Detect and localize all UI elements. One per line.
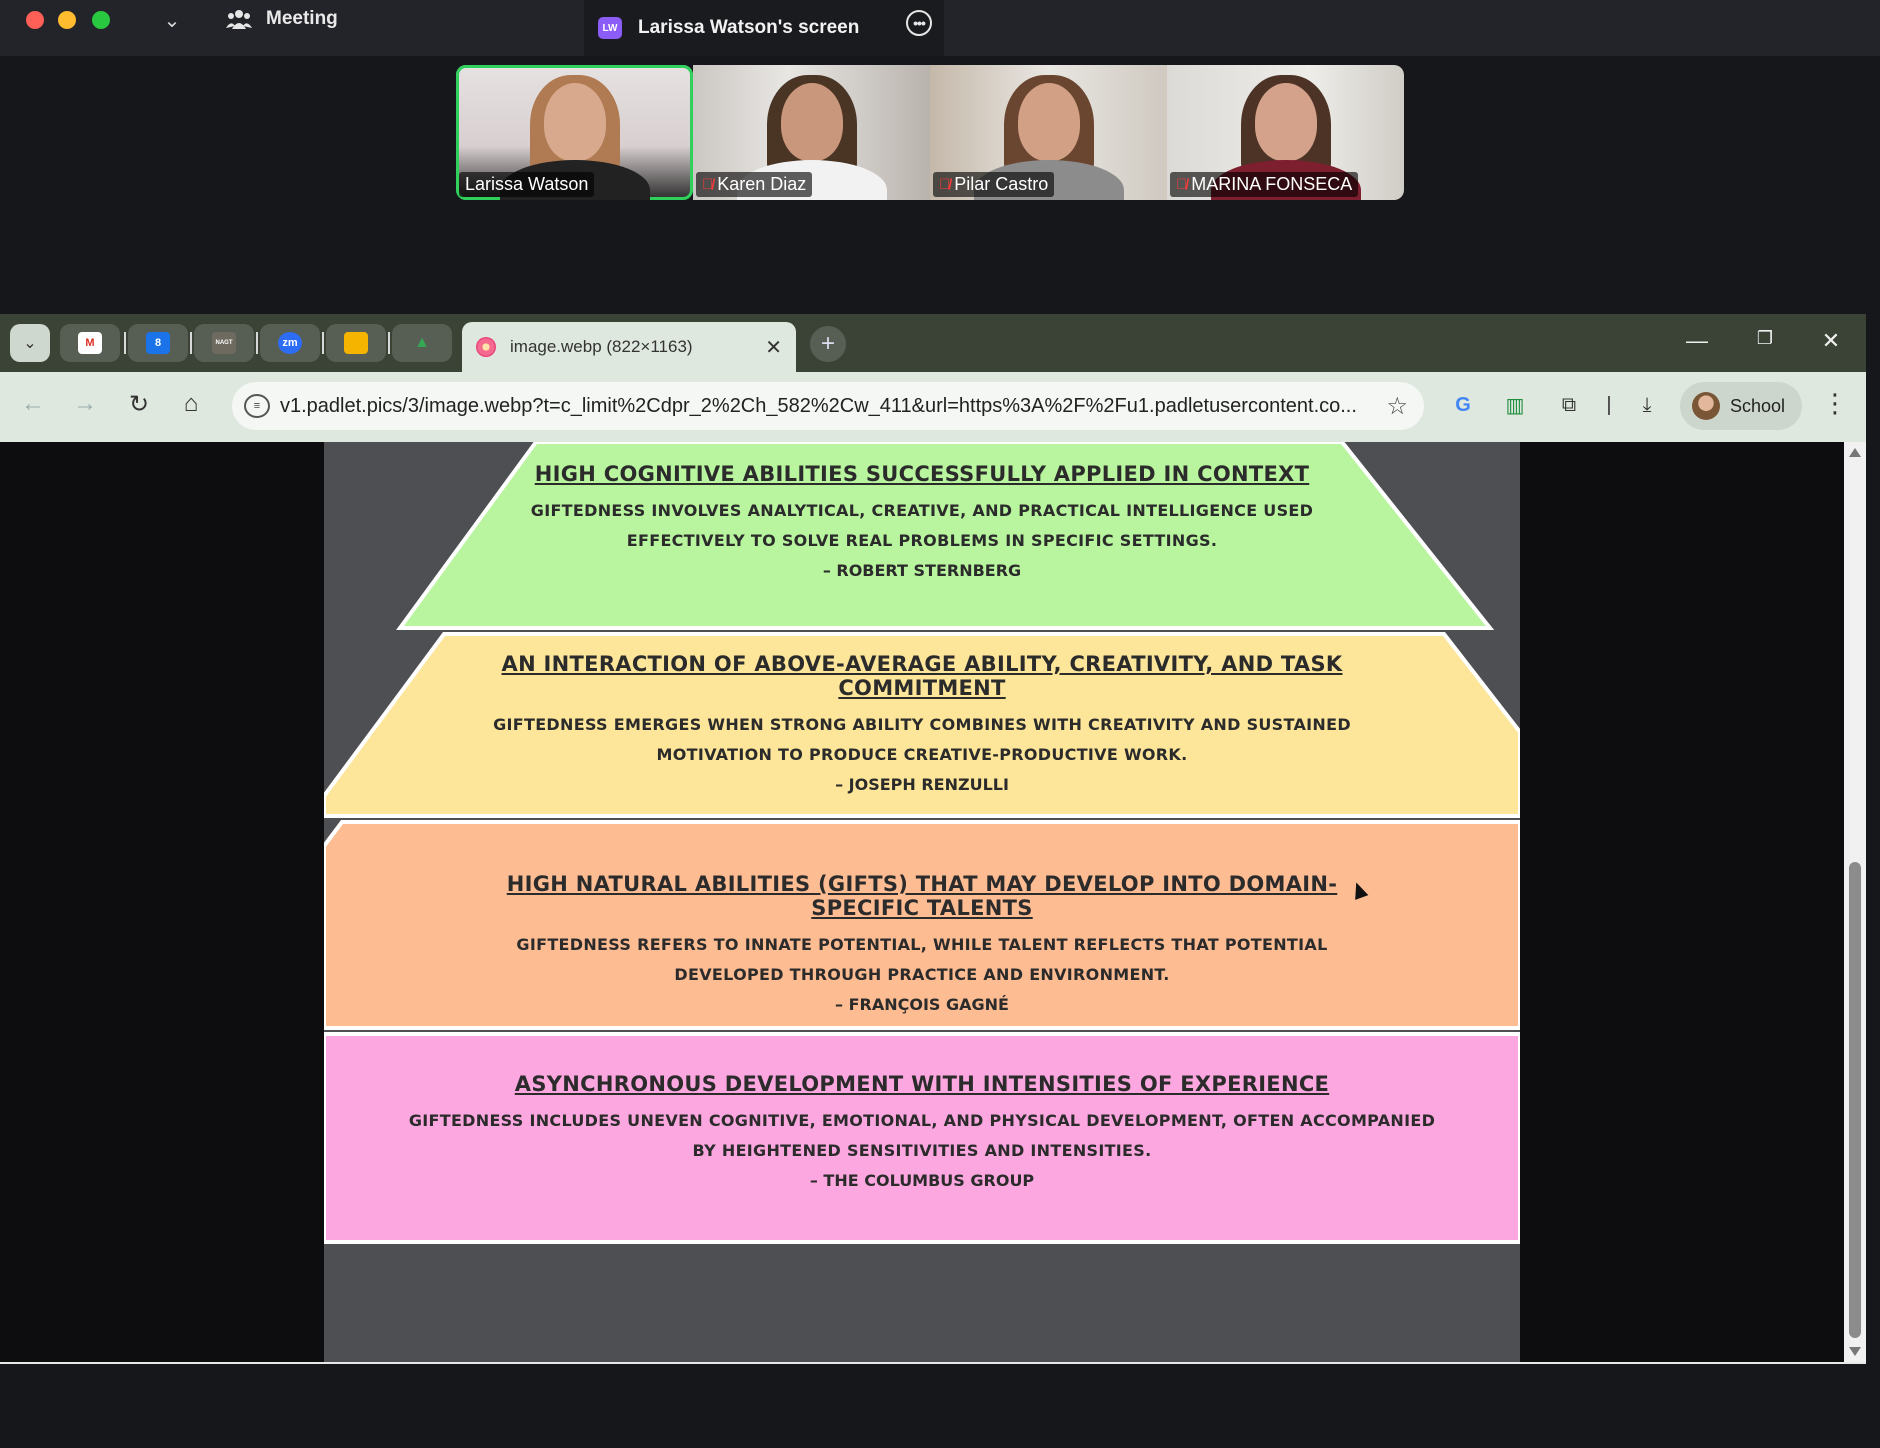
mic-muted-icon: 🎙̸	[1176, 176, 1188, 193]
scroll-down-arrow-icon[interactable]	[1849, 1347, 1861, 1356]
zoom-icon: zm	[278, 332, 302, 354]
pyramid-tier-1: High cognitive abilities successfully ap…	[474, 462, 1370, 586]
tier-author: – François Gagné	[835, 995, 1009, 1014]
participant-tile[interactable]: 🎙̸ Pilar Castro	[930, 65, 1167, 200]
participant-strip: Larissa Watson 🎙̸ Karen Diaz 🎙̸ Pilar Ca…	[456, 65, 1404, 200]
participant-name: Pilar Castro	[954, 174, 1049, 194]
tier-title: An interaction of above-average ability,…	[501, 652, 1343, 700]
back-icon[interactable]: ←	[21, 390, 45, 417]
bookmark-star-icon[interactable]: ☆	[1386, 393, 1408, 420]
tab-title: image.webp (822×1163)	[510, 337, 693, 356]
participants-icon	[226, 10, 252, 29]
tier-description: Giftedness involves analytical, creative…	[530, 501, 1314, 550]
close-icon[interactable]: ✕	[1821, 328, 1841, 353]
tab-search-chevron-icon[interactable]: ⌄	[10, 324, 50, 362]
scrollbar-thumb[interactable]	[1849, 862, 1861, 1338]
tier-author: – The Columbus Group	[809, 1171, 1035, 1190]
participant-name: Karen Diaz	[717, 174, 807, 194]
home-icon[interactable]: ⌂	[183, 390, 199, 417]
tier-shape-1	[396, 442, 1495, 630]
close-window-button[interactable]	[26, 11, 44, 29]
participant-name: Larissa Watson	[465, 174, 589, 194]
tier-author: – Joseph Renzulli	[835, 775, 1009, 794]
meeting-label: Meeting	[266, 8, 338, 29]
library-extension-icon[interactable]: ▥	[1505, 394, 1525, 417]
tier-shape-4	[324, 1032, 1520, 1244]
tier-shape-2	[324, 632, 1520, 818]
toolbar-divider: |	[1606, 393, 1612, 416]
shared-browser-window: ⌄ M 8 NAGT zm ▲ image.webp (822×1163) ✕ …	[0, 314, 1866, 1364]
participant-name-label: 🎙̸ MARINA FONSECA	[1170, 172, 1359, 197]
profile-button[interactable]: School	[1680, 382, 1802, 430]
forward-icon[interactable]: →	[73, 390, 97, 417]
more-options-icon[interactable]: •••	[906, 10, 932, 36]
download-icon[interactable]: ⤓	[1642, 393, 1652, 416]
shared-screen-title: Larissa Watson's screen	[638, 17, 860, 38]
tier-title: High natural abilities (gifts) that may …	[506, 872, 1338, 920]
minimize-icon[interactable]: —	[1686, 328, 1708, 353]
nagc-icon: NAGT	[212, 332, 236, 354]
new-tab-button[interactable]: +	[810, 326, 846, 362]
gmail-icon: M	[78, 332, 102, 354]
reload-icon[interactable]: ↻	[128, 391, 150, 418]
pyramid-tier-4: Asynchronous development with intensitie…	[404, 1072, 1440, 1196]
slides-icon	[344, 332, 368, 354]
pyramid-tier-3: High natural abilities (gifts) that may …	[464, 872, 1380, 1020]
url-text: v1.padlet.pics/3/image.webp?t=c_limit%2C…	[280, 394, 1357, 417]
tier-title: High cognitive abilities successfully ap…	[534, 462, 1310, 486]
pyramid-image: High cognitive abilities successfully ap…	[324, 442, 1520, 1362]
google-translate-icon[interactable]: G	[1455, 393, 1471, 416]
zoom-top-bar: ⌄ Meeting LW Larissa Watson's screen •••	[0, 0, 1880, 56]
pinned-tab-zoom[interactable]: zm	[260, 324, 320, 362]
more-menu-icon[interactable]: ⋮	[1822, 388, 1848, 418]
mic-muted-icon: 🎙̸	[702, 176, 714, 193]
browser-toolbar: ← → ↻ ⌂ ≡ v1.padlet.pics/3/image.webp?t=…	[0, 372, 1866, 442]
pinned-tab-nagc[interactable]: NAGT	[194, 324, 254, 362]
participant-tile[interactable]: Larissa Watson	[456, 65, 693, 200]
tier-description: Giftedness refers to innate potential, w…	[516, 935, 1328, 984]
tier-title: Asynchronous development with intensitie…	[514, 1072, 1330, 1096]
participant-name-label: Larissa Watson	[459, 172, 595, 197]
pyramid-tier-2: An interaction of above-average ability,…	[434, 652, 1410, 800]
shared-screen-border	[0, 1362, 1866, 1364]
tier-description: Giftedness includes uneven cognitive, em…	[408, 1111, 1436, 1160]
tier-shape-3	[324, 820, 1520, 1030]
pinned-tab-slides[interactable]	[326, 324, 386, 362]
drive-icon: ▲	[414, 334, 430, 351]
profile-label: School	[1730, 395, 1786, 416]
image-viewport: High cognitive abilities successfully ap…	[0, 442, 1844, 1362]
avatar	[1692, 392, 1720, 420]
pinned-tab-calendar[interactable]: 8	[128, 324, 188, 362]
padlet-favicon-icon	[476, 337, 496, 357]
extensions-puzzle-icon[interactable]: ⧉	[1561, 393, 1577, 416]
close-tab-icon[interactable]: ✕	[765, 337, 782, 359]
tab-strip: ⌄ M 8 NAGT zm ▲ image.webp (822×1163) ✕ …	[0, 314, 1866, 372]
tier-author: – Robert Sternberg	[822, 561, 1022, 580]
minimize-window-button[interactable]	[58, 11, 76, 29]
restore-icon[interactable]: ❐	[1756, 328, 1774, 348]
mic-muted-icon: 🎙̸	[939, 176, 951, 193]
participant-name-label: 🎙̸ Karen Diaz	[696, 172, 813, 197]
calendar-icon: 8	[146, 332, 170, 354]
pinned-tab-gmail[interactable]: M	[60, 324, 120, 362]
pyramid-shapes	[324, 442, 1520, 1244]
participant-name-label: 🎙̸ Pilar Castro	[933, 172, 1055, 197]
pinned-tab-drive[interactable]: ▲	[392, 324, 452, 362]
scroll-up-arrow-icon[interactable]	[1849, 448, 1861, 457]
presenter-badge: LW	[598, 17, 622, 39]
site-info-icon[interactable]: ≡	[244, 394, 270, 418]
participant-tile[interactable]: 🎙̸ Karen Diaz	[693, 65, 930, 200]
participant-name: MARINA FONSECA	[1191, 174, 1353, 194]
fullscreen-window-button[interactable]	[92, 11, 110, 29]
address-bar[interactable]: ≡ v1.padlet.pics/3/image.webp?t=c_limit%…	[232, 382, 1424, 430]
tab-image-webp[interactable]: image.webp (822×1163) ✕	[462, 322, 796, 372]
shared-screen-tab[interactable]: LW Larissa Watson's screen •••	[584, 0, 944, 56]
participant-tile[interactable]: 🎙̸ MARINA FONSECA	[1167, 65, 1404, 200]
meeting-menu[interactable]: Meeting	[226, 8, 338, 30]
chevron-down-icon[interactable]: ⌄	[163, 10, 181, 32]
vertical-scrollbar[interactable]	[1844, 442, 1866, 1362]
tier-description: Giftedness emerges when strong ability c…	[493, 715, 1351, 764]
